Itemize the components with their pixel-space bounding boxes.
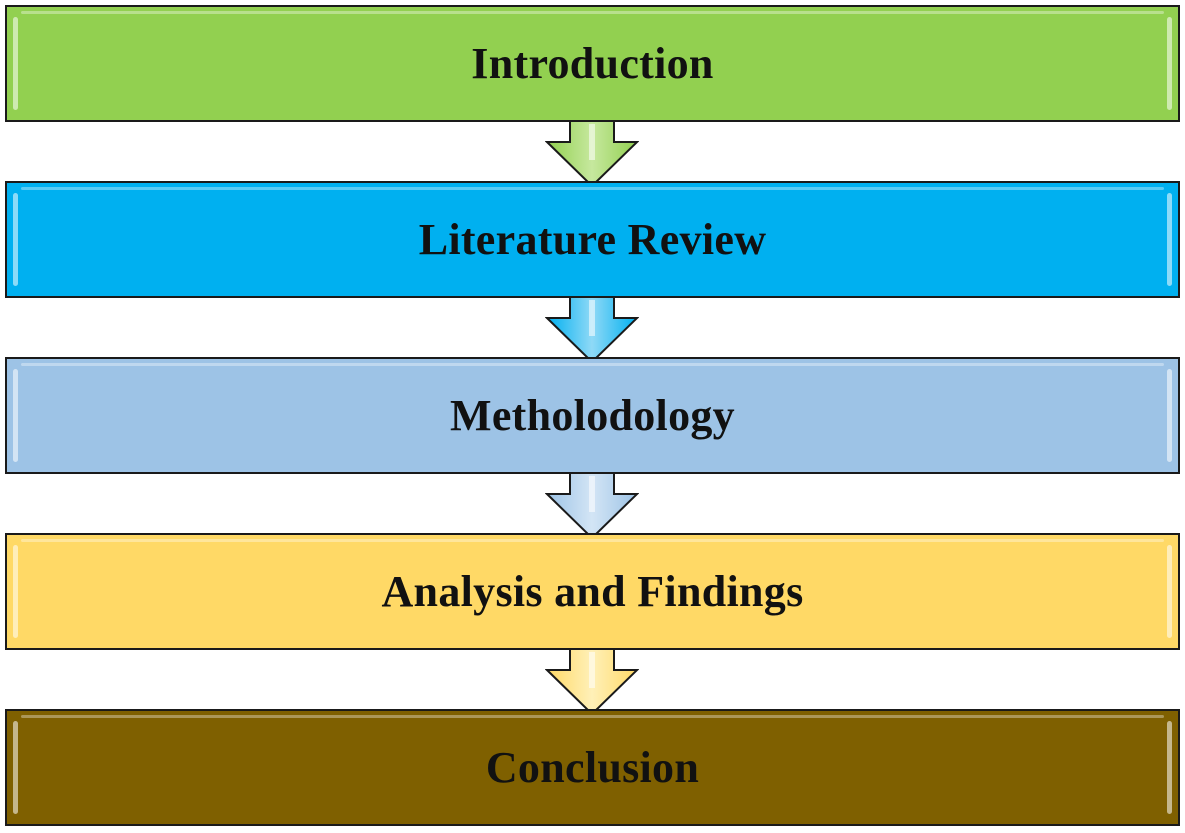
step-conclusion: Conclusion — [5, 709, 1180, 826]
down-arrow-icon — [545, 648, 639, 716]
bevel-highlight — [1167, 369, 1172, 462]
bevel-highlight — [13, 545, 18, 638]
bevel-highlight — [1167, 193, 1172, 286]
step-label: Analysis and Findings — [381, 567, 804, 616]
step-label: Conclusion — [485, 743, 700, 792]
down-arrow-icon — [545, 296, 639, 364]
step-label: Literature Review — [418, 215, 767, 264]
bevel-highlight — [1167, 721, 1172, 814]
step-label: Metholodology — [449, 391, 735, 440]
bevel-highlight — [13, 193, 18, 286]
arrow-highlight — [589, 124, 595, 160]
arrow-highlight — [589, 300, 595, 336]
arrow-highlight — [589, 476, 595, 512]
bevel-highlight — [13, 369, 18, 462]
bevel-highlight — [13, 721, 18, 814]
bevel-highlight — [21, 539, 1164, 542]
bevel-highlight — [21, 11, 1164, 14]
bevel-highlight — [1167, 545, 1172, 638]
bevel-highlight — [21, 363, 1164, 366]
bevel-highlight — [13, 17, 18, 110]
arrow-highlight — [589, 652, 595, 688]
step-label: Introduction — [471, 39, 714, 88]
down-arrow-icon — [545, 472, 639, 540]
step-literature-review: Literature Review — [5, 181, 1180, 298]
down-arrow-icon — [545, 120, 639, 188]
step-methodology: Metholodology — [5, 357, 1180, 474]
bevel-highlight — [1167, 17, 1172, 110]
step-introduction: Introduction — [5, 5, 1180, 122]
bevel-highlight — [21, 187, 1164, 190]
bevel-highlight — [21, 715, 1164, 718]
step-analysis-and-findings: Analysis and Findings — [5, 533, 1180, 650]
